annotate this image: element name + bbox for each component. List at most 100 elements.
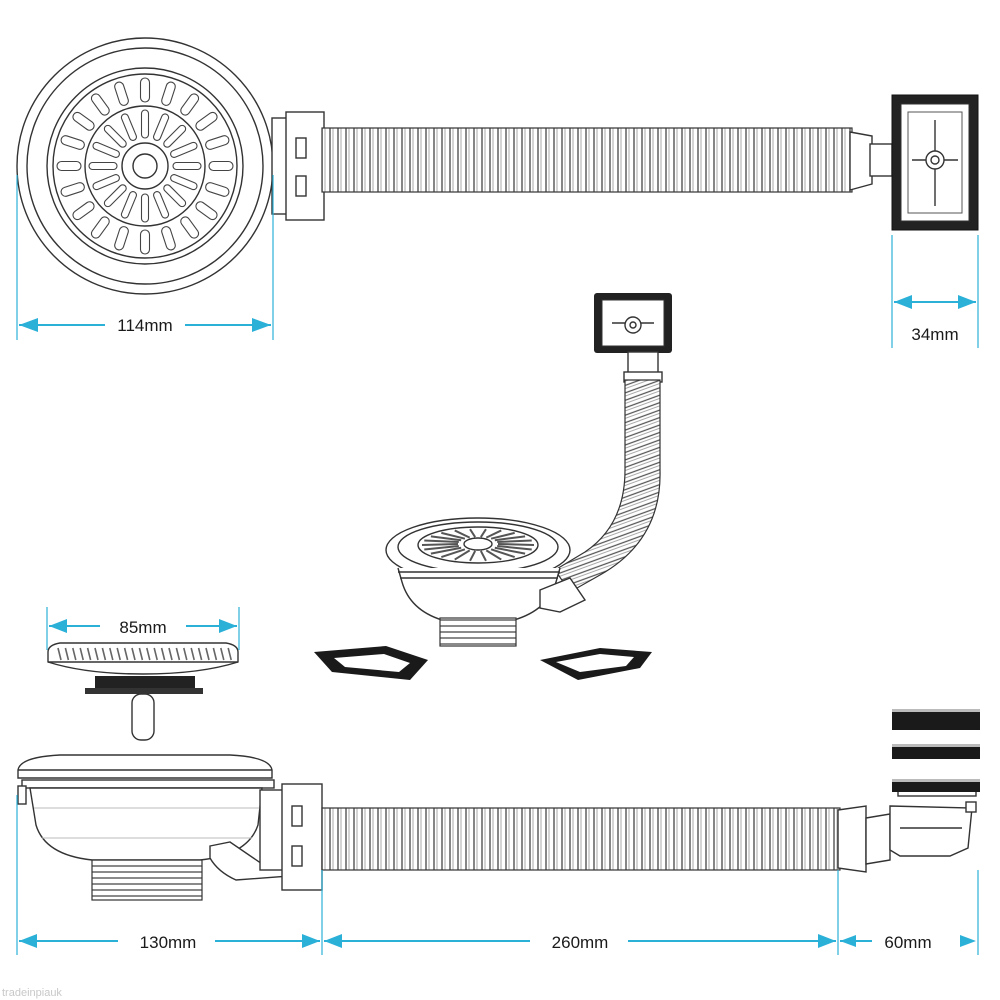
overflow-gasket-stack: [892, 709, 980, 792]
dimension-label-34mm: 34mm: [911, 325, 958, 344]
basket-slot: [163, 124, 187, 148]
strainer-slot: [64, 647, 70, 661]
basket-slot: [90, 216, 110, 239]
overflow-plate-perspective: [594, 293, 672, 353]
basket-slot: [490, 531, 515, 540]
basket-slot: [430, 535, 462, 542]
dimension-130mm: 130mm: [16, 795, 323, 955]
basket-slot: [72, 111, 95, 131]
strainer-plug: [47, 642, 239, 741]
basket-slot: [469, 550, 477, 562]
basket-slot: [90, 93, 110, 116]
dimension-85mm: 85mm: [46, 607, 240, 650]
basket-slot: [170, 141, 198, 158]
strainer-slot: [79, 647, 84, 661]
basket-slot: [140, 193, 150, 223]
basket-slot: [205, 135, 230, 150]
strainer-slot: [205, 647, 210, 661]
strainer-slot: [220, 647, 225, 661]
basket-slot: [60, 135, 85, 150]
basket-slot: [72, 201, 95, 221]
basket-slot: [208, 160, 234, 172]
strainer-slot: [197, 647, 203, 661]
basket-slot: [139, 229, 151, 255]
basket-slot: [195, 111, 218, 131]
basket-slot: [479, 550, 487, 562]
basket-slot: [114, 81, 129, 106]
dimension-label-85mm: 85mm: [119, 618, 166, 637]
strainer-slot: [72, 647, 77, 661]
top-hose-end-fitting: [849, 131, 893, 191]
dimension-34mm: 34mm: [891, 235, 979, 348]
overflow-plate-plan: [891, 94, 979, 231]
basket-slot: [494, 546, 526, 555]
basket-slot: [114, 226, 129, 251]
basket-slot: [424, 539, 459, 544]
strainer-slot: [212, 647, 218, 661]
watermark: tradeinpiauk: [2, 987, 62, 999]
overflow-side-elevation: [837, 789, 977, 873]
top-hose: [321, 127, 853, 193]
strainer-slots: [57, 647, 232, 661]
basket-plan-view: [16, 37, 274, 295]
strainer-slot: [146, 647, 151, 661]
bottom-hose: [321, 807, 841, 871]
top-connector: [271, 111, 325, 221]
strainer-slot: [131, 647, 136, 661]
strainer-slot: [138, 647, 144, 661]
basket-slot: [180, 93, 200, 116]
basket-slot: [441, 531, 466, 540]
basket-slot: [497, 543, 535, 546]
basket-slot: [497, 539, 532, 544]
basket-slot: [490, 548, 515, 559]
basket-slot: [195, 201, 218, 221]
strainer-slot: [190, 647, 195, 661]
basket-slot: [430, 546, 462, 555]
basket-slot: [92, 141, 120, 158]
basket-slot: [103, 184, 127, 208]
basket-slot: [469, 528, 476, 538]
perspective-basket-slots: [421, 528, 535, 562]
dimension-260mm: 260mm: [324, 870, 839, 955]
basket-slots: [56, 77, 234, 255]
basket-slot: [454, 529, 471, 539]
strainer-slot: [123, 647, 129, 661]
basket-slot: [454, 549, 471, 561]
strainer-slot: [227, 647, 232, 661]
strainer-slot: [94, 647, 99, 661]
basket-slot: [139, 77, 151, 103]
basket-slot: [180, 216, 200, 239]
basket-slot: [424, 544, 459, 551]
perspective-hose: [554, 379, 661, 593]
basket-slot: [153, 113, 170, 141]
strainer-slot: [160, 647, 166, 661]
basket-slot: [120, 191, 137, 219]
basket-slot: [60, 182, 85, 197]
basket-slot: [485, 549, 502, 561]
basket-slot: [103, 124, 127, 148]
basket-slot: [485, 529, 502, 539]
basket-slot: [172, 161, 202, 171]
basket-slot: [480, 528, 487, 538]
basket-slot: [163, 184, 187, 208]
dimension-label-60mm: 60mm: [884, 933, 931, 952]
basket-slot: [421, 543, 459, 546]
strainer-slot: [109, 647, 114, 661]
strainer-slot: [153, 647, 158, 661]
strainer-slot: [183, 647, 188, 661]
strainer-slot: [57, 647, 62, 661]
basket-slot: [92, 174, 120, 191]
basket-slot: [170, 174, 198, 191]
strainer-slot: [86, 647, 92, 661]
basket-slot: [88, 161, 118, 171]
assembly-perspective: [314, 293, 672, 680]
basket-slot: [140, 109, 150, 139]
basket-slot: [441, 548, 466, 559]
dimension-label-130mm: 130mm: [140, 933, 197, 952]
basket-slot: [56, 160, 82, 172]
strainer-slot: [168, 647, 173, 661]
basket-slot: [161, 226, 176, 251]
basket-slot: [120, 113, 137, 141]
